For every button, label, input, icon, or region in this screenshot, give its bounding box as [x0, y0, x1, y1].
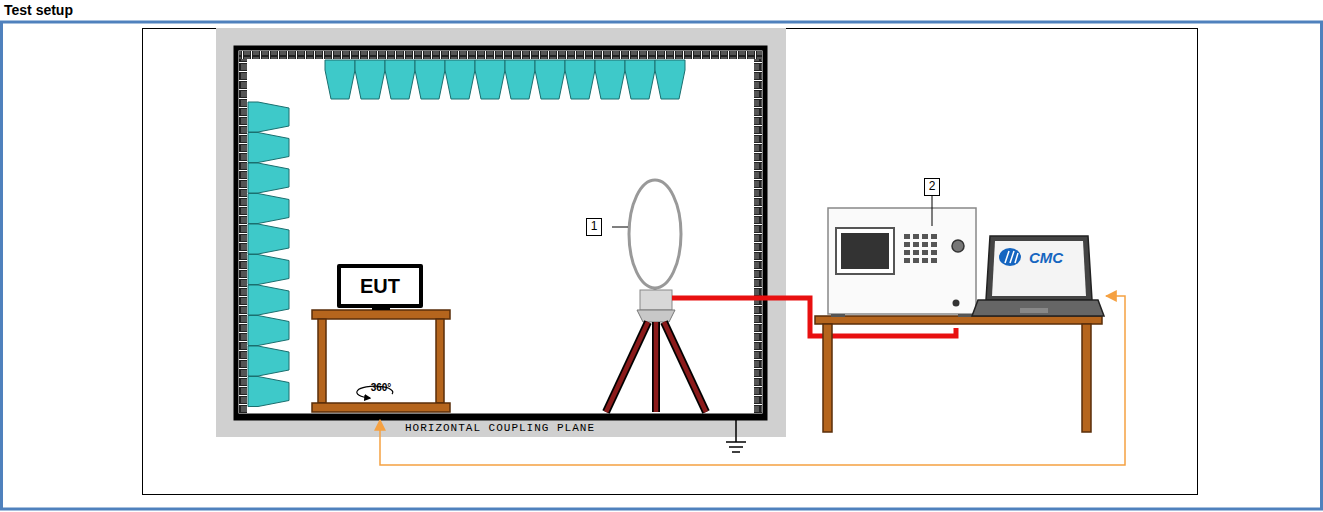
laptop [972, 236, 1104, 316]
node-label: EUT [360, 275, 400, 298]
wall-lining [239, 51, 762, 59]
chamber-shield [216, 28, 786, 437]
rotation-label: 360° [371, 382, 392, 393]
absorber-cones [248, 60, 685, 407]
leader-line [932, 196, 933, 226]
loop-antenna [629, 180, 681, 322]
wall-lining [239, 59, 247, 415]
page-frame [2, 22, 1322, 509]
callout-number: 1 [586, 218, 603, 235]
logo-text: CMC [1029, 250, 1063, 267]
figure-border [143, 29, 1198, 495]
eut-table [312, 310, 450, 412]
emi-receiver [828, 208, 976, 317]
chamber-wall [236, 48, 765, 418]
coupling-plane [236, 414, 765, 419]
leader-line [612, 227, 628, 228]
wall-lining [754, 59, 762, 415]
control-line [380, 296, 1125, 465]
ground-symbol [726, 418, 746, 452]
tripod [606, 322, 706, 412]
heading: Test setup [4, 2, 73, 18]
desk [815, 316, 1102, 432]
callout-number: 2 [924, 178, 941, 195]
plane-label: HORIZONTAL COUPLING PLANE [405, 422, 595, 434]
eut-box: EUT [337, 264, 423, 308]
